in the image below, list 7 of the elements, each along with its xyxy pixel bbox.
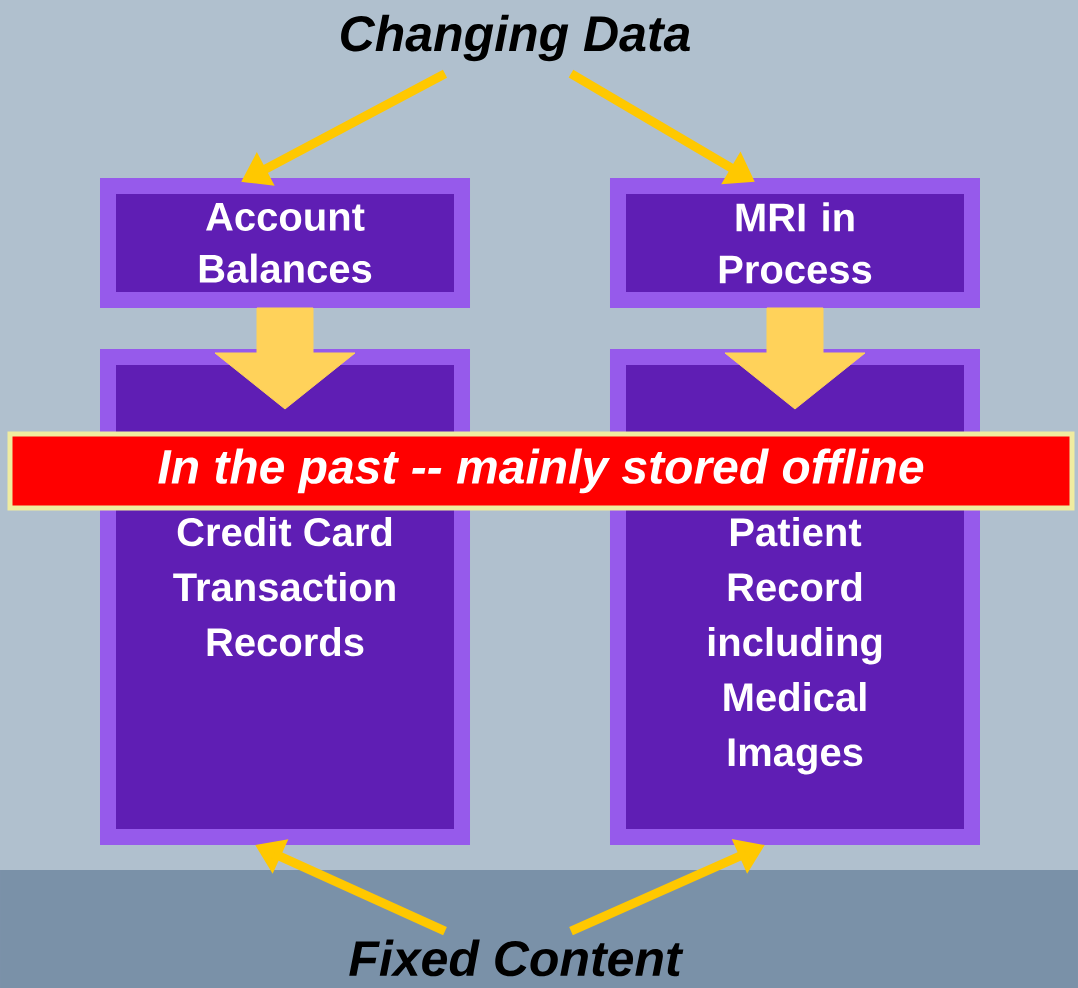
process-box: MRI in Process [610,178,980,308]
block-arrow [724,307,866,410]
block-arrow [214,307,356,410]
heading-text: Fixed Content [349,939,684,977]
banner: In the past -- mainly stored offline [7,431,1075,511]
process-box: Account Balances [100,178,470,308]
heading-text: Changing Data [341,14,690,62]
